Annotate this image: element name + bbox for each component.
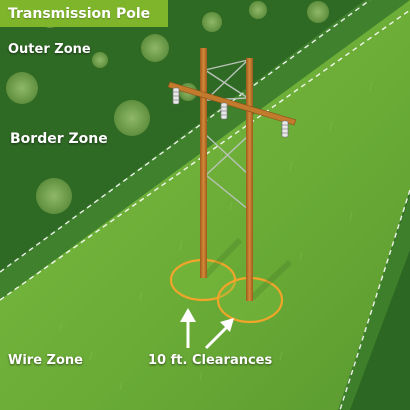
border-wire-divider	[0, 9, 410, 301]
wire-zone-label: Wire Zone	[8, 353, 83, 368]
border-zone-label: Border Zone	[10, 131, 108, 147]
title-badge: Transmission Pole	[0, 0, 168, 27]
insulator-ribs	[172, 91, 289, 134]
tree-icon	[6, 1, 329, 214]
pole-left	[200, 48, 207, 278]
pole-right	[246, 58, 253, 301]
clearance-label: 10 ft. Clearances	[148, 353, 273, 368]
outer-zone-label: Outer Zone	[8, 42, 91, 57]
pole-cross-arm	[167, 81, 297, 126]
diagram-title: Transmission Pole	[8, 5, 151, 22]
outer-border-divider	[0, 0, 371, 273]
wire-border-divider-right	[339, 189, 410, 410]
arrow-up-icon	[180, 308, 234, 350]
